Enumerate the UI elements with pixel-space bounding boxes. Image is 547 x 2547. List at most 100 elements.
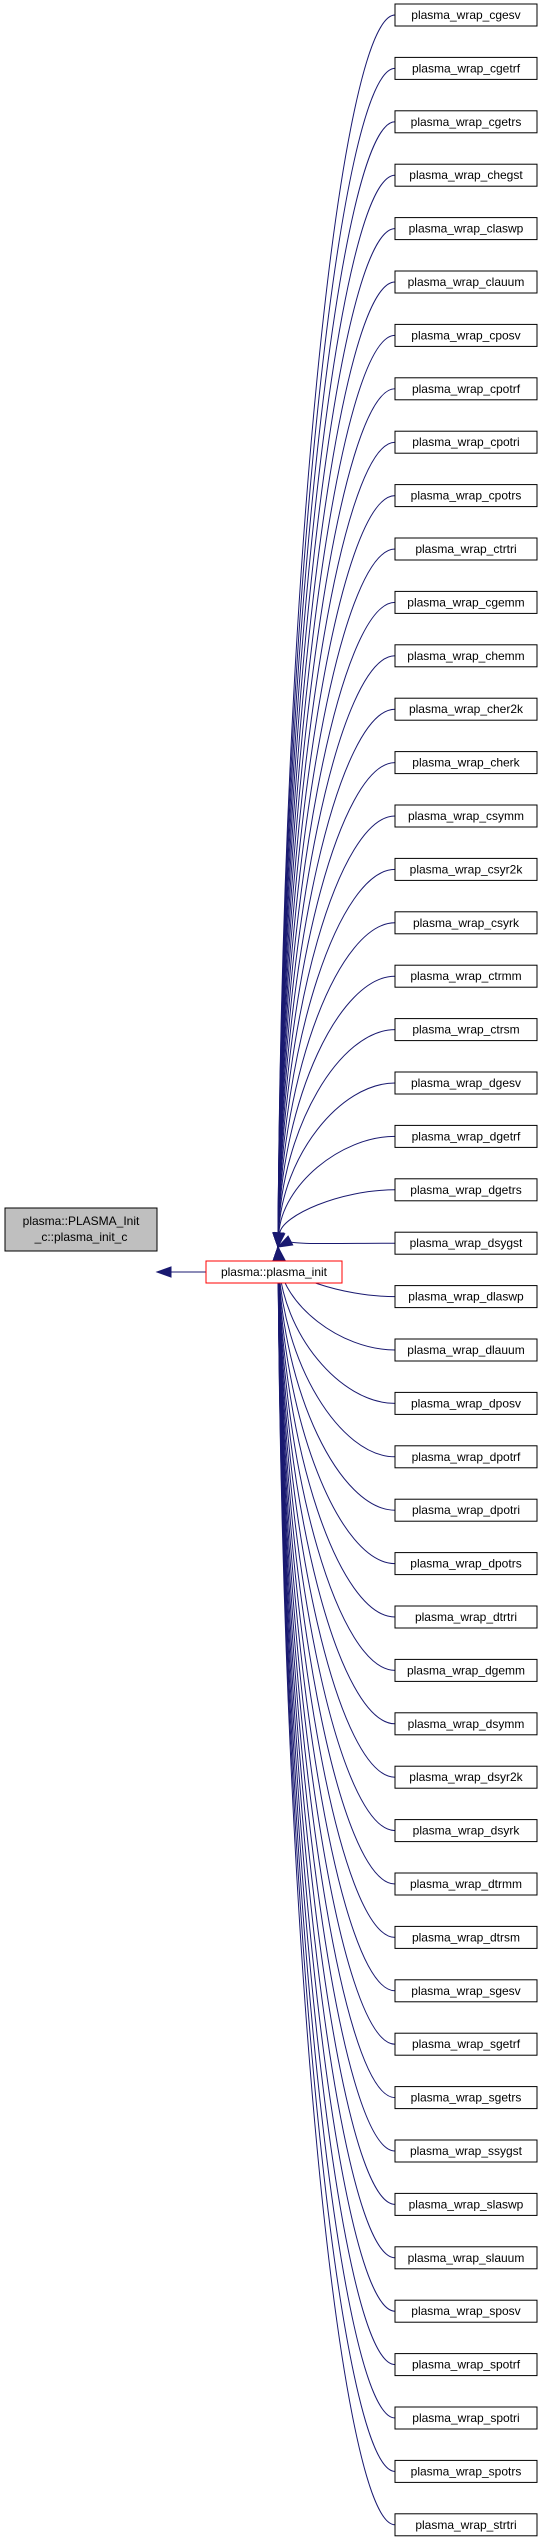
caller-node-label: plasma_wrap_spotrs xyxy=(411,2464,522,2478)
caller-node-box xyxy=(394,2246,538,2270)
edge-plasma-wrap-cpotrs xyxy=(277,495,396,1234)
caller-node-box xyxy=(394,537,538,561)
caller-node-plasma-wrap-slaswp[interactable]: plasma_wrap_slaswp xyxy=(394,2192,538,2216)
edge-plasma-wrap-dpotri xyxy=(277,1260,396,1511)
caller-node-plasma-wrap-cpotrf[interactable]: plasma_wrap_cpotrf xyxy=(394,377,538,401)
caller-node-plasma-wrap-strtri[interactable]: plasma_wrap_strtri xyxy=(394,2513,538,2537)
caller-node-plasma-wrap-dtrsm[interactable]: plasma_wrap_dtrsm xyxy=(394,1925,538,1949)
caller-node-plasma-wrap-dsyr2k[interactable]: plasma_wrap_dsyr2k xyxy=(394,1765,538,1789)
caller-node-plasma-wrap-chemm[interactable]: plasma_wrap_chemm xyxy=(394,644,538,668)
edge-plasma-wrap-strtri xyxy=(277,1260,396,2526)
caller-node-plasma-wrap-dgesv[interactable]: plasma_wrap_dgesv xyxy=(394,1071,538,1095)
caller-node-plasma-wrap-csyr2k[interactable]: plasma_wrap_csyr2k xyxy=(394,857,538,881)
caller-node-label: plasma_wrap_dgetrf xyxy=(412,1129,521,1143)
caller-node-plasma-wrap-clauum[interactable]: plasma_wrap_clauum xyxy=(394,270,538,294)
caller-node-plasma-wrap-dpotrf[interactable]: plasma_wrap_dpotrf xyxy=(394,1445,538,1469)
caller-node-box xyxy=(394,56,538,80)
caller-node-plasma-wrap-cgemm[interactable]: plasma_wrap_cgemm xyxy=(394,590,538,614)
caller-node-plasma-wrap-csymm[interactable]: plasma_wrap_csymm xyxy=(394,804,538,828)
caller-node-plasma-wrap-ctrmm[interactable]: plasma_wrap_ctrmm xyxy=(394,964,538,988)
caller-node-plasma-wrap-cgesv[interactable]: plasma_wrap_cgesv xyxy=(394,3,538,27)
edge-plasma-wrap-dtrtri xyxy=(277,1260,396,1618)
edge-plasma-wrap-cgemm xyxy=(277,601,396,1234)
caller-node-label: plasma_wrap_dgesv xyxy=(411,1076,521,1090)
caller-node-box xyxy=(394,857,538,881)
caller-node-box xyxy=(394,1285,538,1309)
caller-node-label: plasma_wrap_strtri xyxy=(415,2518,516,2532)
caller-node-plasma-wrap-cpotri[interactable]: plasma_wrap_cpotri xyxy=(394,430,538,454)
caller-node-plasma-wrap-ssygst[interactable]: plasma_wrap_ssygst xyxy=(394,2139,538,2163)
root-node-plasma-init-c[interactable]: plasma::PLASMA_Init _c::plasma_init_c xyxy=(4,1207,158,1252)
caller-node-plasma-wrap-claswp[interactable]: plasma_wrap_claswp xyxy=(394,217,538,241)
caller-node-label: plasma_wrap_cgetrf xyxy=(412,61,521,75)
edge-plasma-wrap-ssygst xyxy=(277,1260,396,2152)
edge-plasma-wrap-ctrmm xyxy=(277,975,396,1234)
caller-node-label: plasma_wrap_cposv xyxy=(411,328,520,342)
caller-node-plasma-wrap-dtrmm[interactable]: plasma_wrap_dtrmm xyxy=(394,1872,538,1896)
caller-node-box xyxy=(394,217,538,241)
caller-node-plasma-wrap-csyrk[interactable]: plasma_wrap_csyrk xyxy=(394,911,538,935)
caller-node-label: plasma_wrap_dtrsm xyxy=(412,1930,520,1944)
caller-node-plasma-wrap-cgetrs[interactable]: plasma_wrap_cgetrs xyxy=(394,110,538,134)
caller-node-plasma-wrap-spotrs[interactable]: plasma_wrap_spotrs xyxy=(394,2459,538,2483)
caller-node-plasma-wrap-cher2k[interactable]: plasma_wrap_cher2k xyxy=(394,697,538,721)
root-node-box xyxy=(4,1207,158,1252)
caller-node-plasma-wrap-chegst[interactable]: plasma_wrap_chegst xyxy=(394,163,538,187)
caller-node-plasma-wrap-sposv[interactable]: plasma_wrap_sposv xyxy=(394,2299,538,2323)
caller-node-plasma-wrap-cpotrs[interactable]: plasma_wrap_cpotrs xyxy=(394,484,538,508)
caller-node-label: plasma_wrap_ctrtri xyxy=(415,542,516,556)
caller-node-plasma-wrap-cposv[interactable]: plasma_wrap_cposv xyxy=(394,323,538,347)
caller-node-plasma-wrap-sgetrf[interactable]: plasma_wrap_sgetrf xyxy=(394,2032,538,2056)
caller-nodes: plasma_wrap_cgesv plasma_wrap_cgetrfplasm… xyxy=(394,3,538,2537)
edge-plasma-wrap-sgetrs xyxy=(277,1260,396,2099)
caller-node-label: plasma_wrap_cpotrs xyxy=(411,489,522,503)
caller-node-plasma-wrap-dpotri[interactable]: plasma_wrap_dpotri xyxy=(394,1498,538,1522)
caller-node-label: plasma_wrap_dtrtri xyxy=(415,1610,517,1624)
edge-plasma-wrap-dtrsm xyxy=(277,1260,396,1938)
caller-node-plasma-wrap-slauum[interactable]: plasma_wrap_slauum xyxy=(394,2246,538,2270)
caller-node-plasma-wrap-spotri[interactable]: plasma_wrap_spotri xyxy=(394,2406,538,2430)
caller-node-plasma-wrap-dgemm[interactable]: plasma_wrap_dgemm xyxy=(394,1658,538,1682)
caller-node-box xyxy=(394,2406,538,2430)
edge-arrowhead-plasma-wrap-dgetrs xyxy=(274,1231,286,1249)
caller-node-plasma-wrap-dposv[interactable]: plasma_wrap_dposv xyxy=(394,1391,538,1415)
edge-plasma-wrap-dsyrk xyxy=(277,1260,396,1832)
caller-node-plasma-wrap-cgetrf[interactable]: plasma_wrap_cgetrf xyxy=(394,56,538,80)
edge-plasma-wrap-sgesv xyxy=(277,1260,396,1992)
caller-node-box xyxy=(394,323,538,347)
caller-node-plasma-wrap-spotrf[interactable]: plasma_wrap_spotrf xyxy=(394,2353,538,2377)
caller-node-plasma-wrap-ctrtri[interactable]: plasma_wrap_ctrtri xyxy=(394,537,538,561)
caller-node-plasma-wrap-ctrsm[interactable]: plasma_wrap_ctrsm xyxy=(394,1018,538,1042)
edge-plasma-wrap-spotri xyxy=(277,1260,396,2419)
edge-plasma-wrap-ctrtri xyxy=(277,548,396,1234)
caller-node-plasma-wrap-dsyrk[interactable]: plasma_wrap_dsyrk xyxy=(394,1819,538,1843)
edge-plasma-wrap-cherk xyxy=(277,762,396,1234)
caller-node-plasma-wrap-dsygst[interactable]: plasma_wrap_dsygst xyxy=(394,1231,538,1255)
caller-node-label: plasma_wrap_cpotrf xyxy=(412,382,521,396)
caller-node-box xyxy=(394,964,538,988)
caller-node-box xyxy=(394,1231,538,1255)
root-node-label-line2: _c::plasma_init_c xyxy=(34,1230,128,1244)
caller-node-plasma-wrap-dsymm[interactable]: plasma_wrap_dsymm xyxy=(394,1712,538,1736)
caller-node-plasma-wrap-dlaswp[interactable]: plasma_wrap_dlaswp xyxy=(394,1285,538,1309)
caller-node-box xyxy=(394,2353,538,2377)
caller-node-label: plasma_wrap_ctrmm xyxy=(410,969,521,983)
caller-node-plasma-wrap-dpotrs[interactable]: plasma_wrap_dpotrs xyxy=(394,1552,538,1576)
caller-node-plasma-wrap-dlauum[interactable]: plasma_wrap_dlauum xyxy=(394,1338,538,1362)
caller-node-plasma-wrap-cherk[interactable]: plasma_wrap_cherk xyxy=(394,751,538,775)
caller-node-plasma-wrap-dgetrf[interactable]: plasma_wrap_dgetrf xyxy=(394,1124,538,1148)
center-node-plasma-init[interactable]: plasma::plasma_init xyxy=(205,1260,343,1284)
caller-node-box xyxy=(394,1338,538,1362)
caller-node-plasma-wrap-sgesv[interactable]: plasma_wrap_sgesv xyxy=(394,1979,538,2003)
caller-node-box xyxy=(394,1071,538,1095)
caller-node-label: plasma_wrap_slaswp xyxy=(409,2197,524,2211)
caller-node-box xyxy=(394,697,538,721)
edge-plasma-wrap-ctrsm xyxy=(277,1029,396,1234)
center-node-label: plasma::plasma_init xyxy=(221,1265,328,1279)
edge-plasma-wrap-dgetrs xyxy=(279,1189,396,1234)
caller-node-plasma-wrap-dgetrs[interactable]: plasma_wrap_dgetrs xyxy=(394,1178,538,1202)
caller-node-plasma-wrap-dtrtri[interactable]: plasma_wrap_dtrtri xyxy=(394,1605,538,1629)
caller-node-label: plasma_wrap_dsygst xyxy=(410,1236,523,1250)
caller-node-plasma-wrap-sgetrs[interactable]: plasma_wrap_sgetrs xyxy=(394,2086,538,2110)
caller-node-label: plasma_wrap_csymm xyxy=(408,809,524,823)
